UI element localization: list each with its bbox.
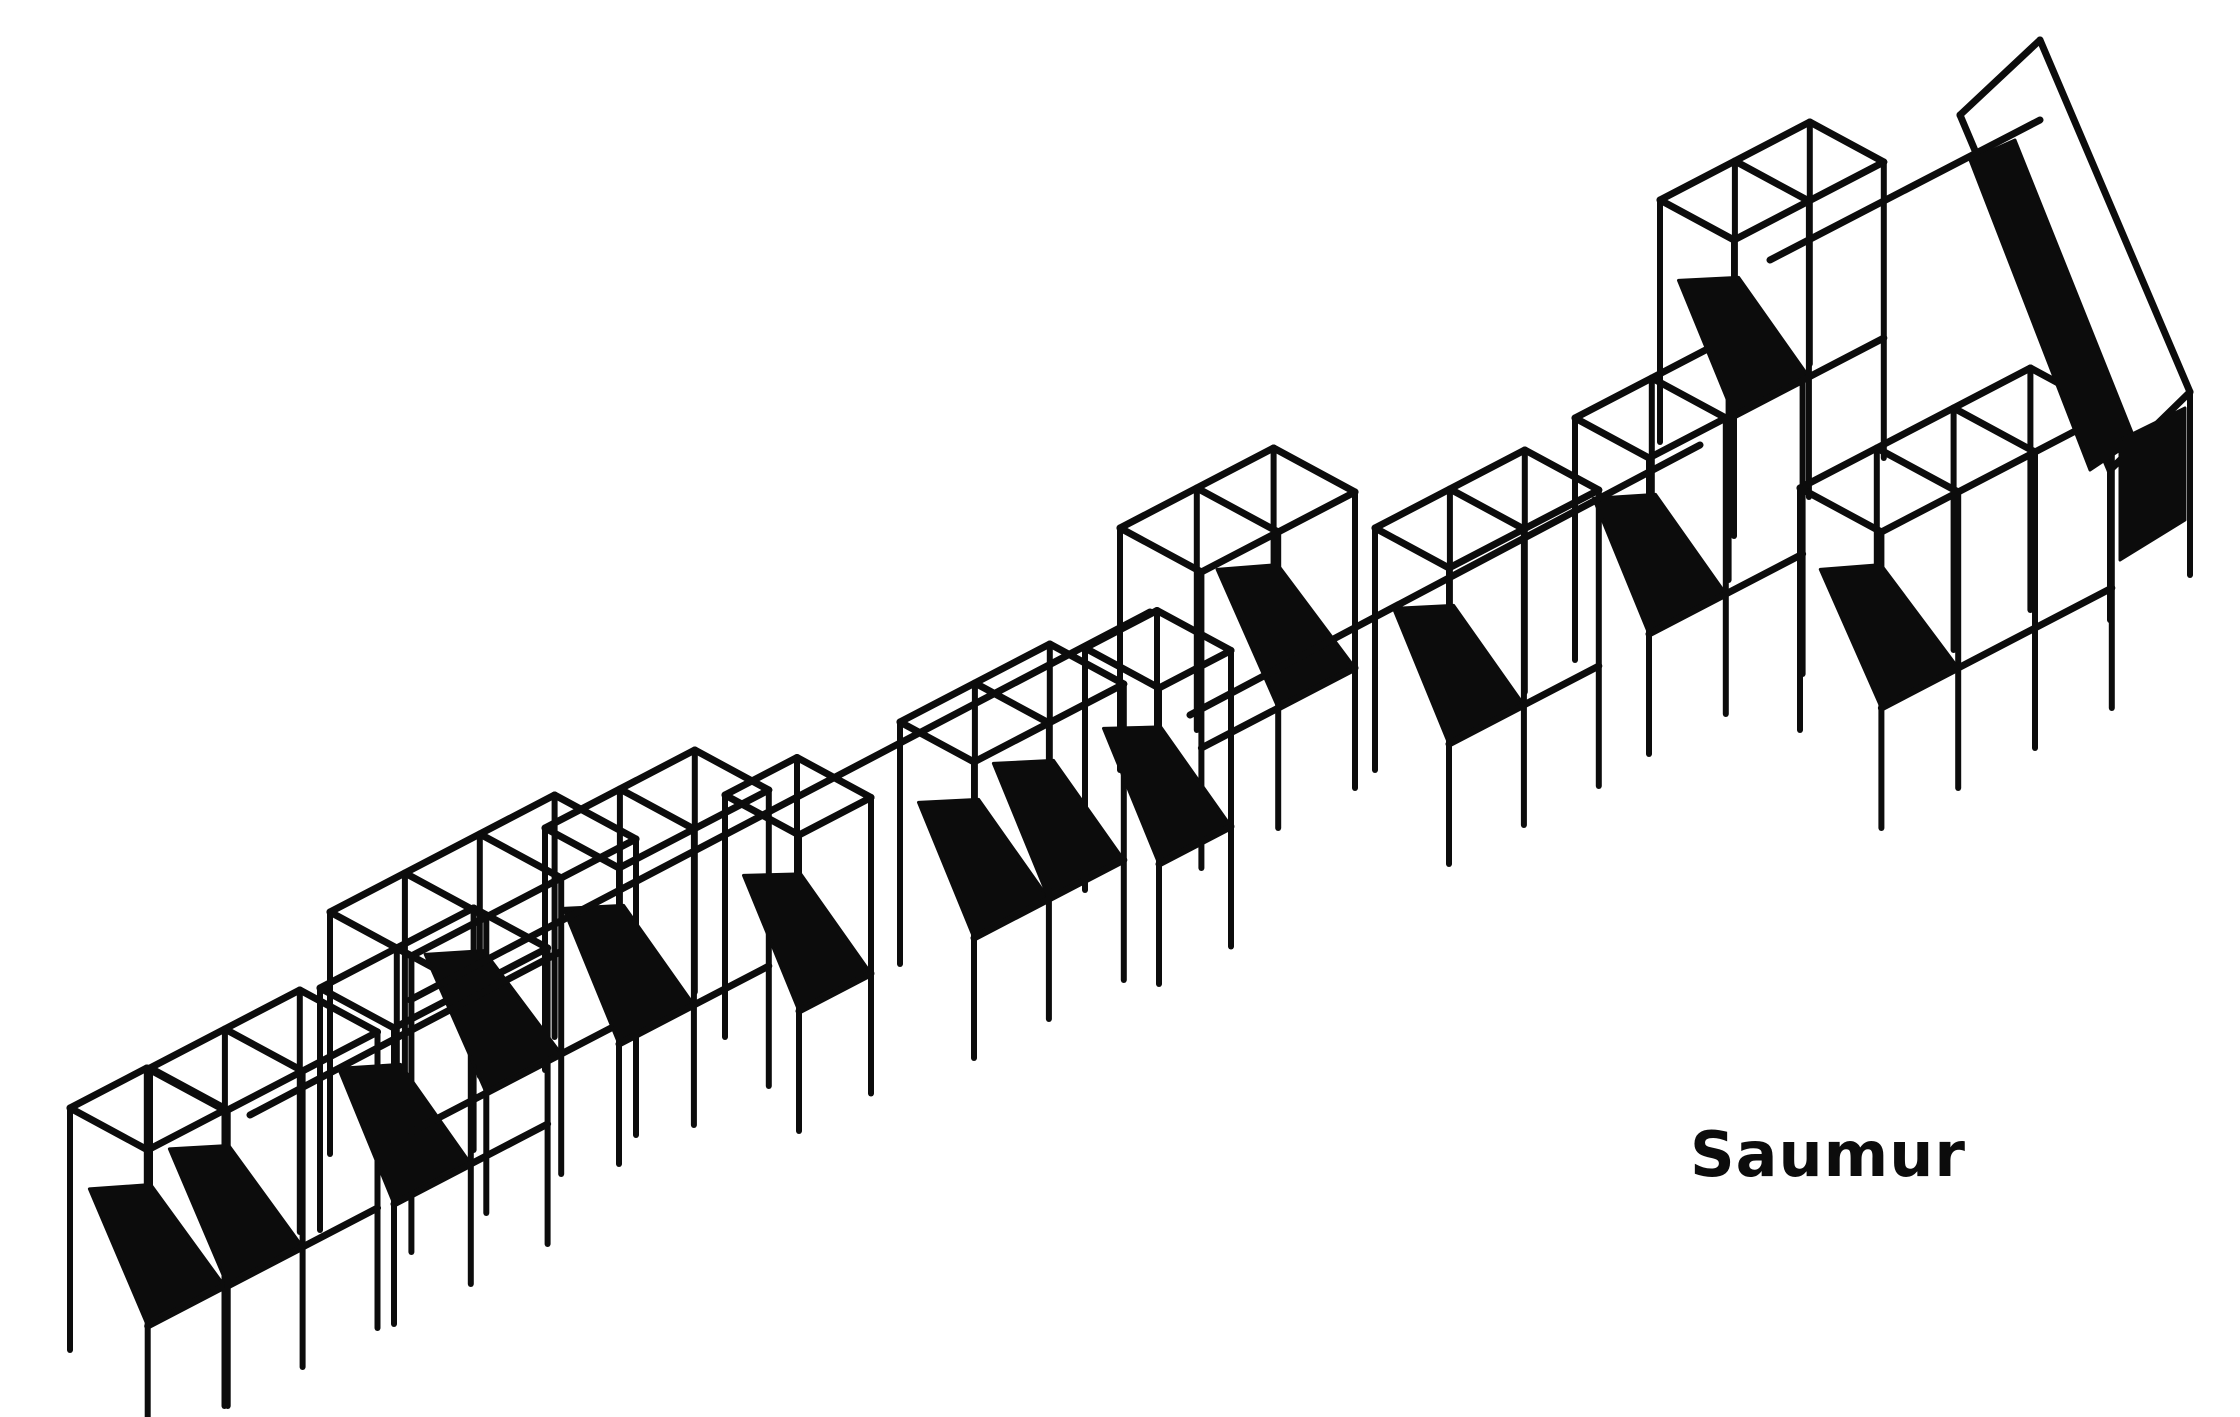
shadow-panel xyxy=(1818,563,1960,710)
top-rail xyxy=(721,754,801,799)
structural-frame-modules xyxy=(66,36,2194,1417)
enclosure-rail xyxy=(1956,36,2044,119)
connecting-rail xyxy=(1766,116,2044,264)
cross-beam xyxy=(1950,404,2039,456)
top-rail xyxy=(1877,408,2116,536)
cross-beam xyxy=(1521,446,1603,494)
cross-beam xyxy=(616,785,698,833)
cross-beam xyxy=(971,679,1053,727)
shadow-panel xyxy=(2118,406,2187,562)
diagram-caption: Saumur xyxy=(1690,1118,1966,1191)
cross-beam xyxy=(221,1025,307,1075)
cross-beam xyxy=(1656,196,1738,244)
top-rail xyxy=(326,791,559,916)
shadow-panel xyxy=(1677,275,1811,418)
enclosure-rail xyxy=(2036,36,2194,396)
cross-beam xyxy=(326,908,415,960)
cross-beam xyxy=(1873,444,1962,496)
lower-rail xyxy=(1155,823,1235,868)
cross-beam xyxy=(401,869,490,921)
cross-beam xyxy=(1806,118,1888,166)
shadow-panel xyxy=(1392,603,1526,746)
connecting-rail xyxy=(406,608,1154,1004)
cross-beam xyxy=(896,718,978,766)
lower-rail xyxy=(1877,584,2116,712)
cross-beam xyxy=(1648,374,1730,422)
shadow-panel xyxy=(1968,138,2137,472)
top-rail xyxy=(66,1064,151,1112)
cross-beam xyxy=(1270,444,1359,496)
cross-beam xyxy=(296,986,381,1036)
lower-rail xyxy=(407,1011,640,1136)
cross-beam xyxy=(691,746,773,794)
cross-beam xyxy=(476,830,565,882)
lower-rail xyxy=(795,970,875,1015)
cross-beam xyxy=(66,1104,152,1154)
shadow-panel xyxy=(742,872,873,1013)
cross-beam xyxy=(1116,524,1205,576)
shadow-panel xyxy=(562,903,696,1046)
cross-beam xyxy=(1446,485,1528,533)
cross-beam xyxy=(541,824,623,872)
cross-beam xyxy=(146,1064,232,1114)
shadow-panel xyxy=(1592,492,1728,636)
top-rail xyxy=(144,1106,228,1154)
cross-beam xyxy=(1571,414,1653,462)
connecting-rail xyxy=(1186,441,1704,719)
cross-beam xyxy=(1796,484,1885,536)
shadow-panel xyxy=(423,949,563,1095)
top-rail xyxy=(1796,364,2034,492)
cross-beam xyxy=(1193,484,1282,536)
cross-beam xyxy=(1731,157,1813,205)
lower-rail xyxy=(144,1282,228,1330)
connecting-rail xyxy=(246,948,564,1119)
cross-beam xyxy=(1371,524,1453,572)
top-rail xyxy=(795,794,875,839)
